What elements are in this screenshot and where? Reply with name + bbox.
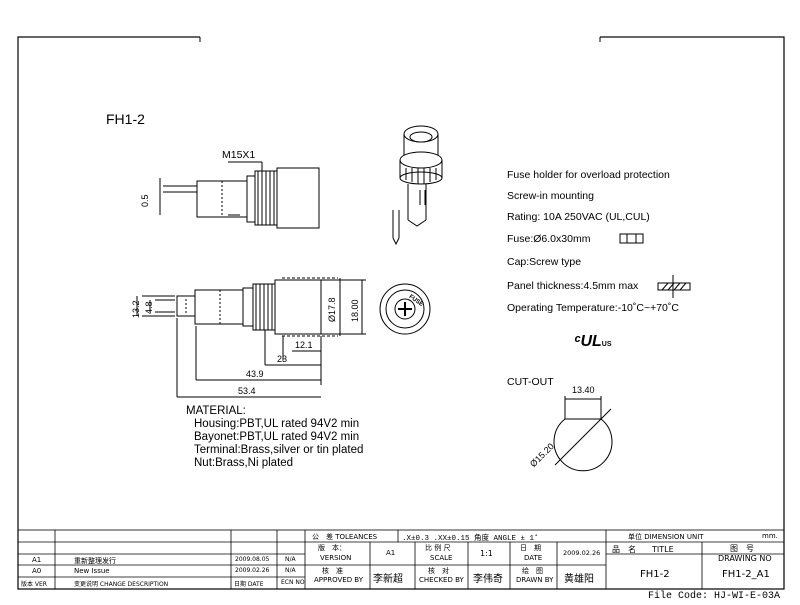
cutout-title: CUT-OUT <box>507 376 554 388</box>
dim-43-9: 43.9 <box>246 369 264 379</box>
spec-line-6: Panel thickness:4.5mm max <box>507 280 639 292</box>
dim-12-1: 12.1 <box>295 340 313 350</box>
tolerances-label: 公 差 TOLEANCES <box>312 533 378 541</box>
drawing-no-value: FH1-2_A1 <box>722 569 770 580</box>
dim-18: 18.00 <box>350 299 360 322</box>
revision-date-2: 2009.02.26 <box>235 567 270 574</box>
revision-desc-2: New Issue <box>74 567 110 575</box>
file-code: File Code: HJ-WI-E-03A <box>647 591 780 602</box>
revision-ecn-1: N/A <box>285 556 296 563</box>
date-label-en: DATE <box>524 554 543 562</box>
revision-header-ecn: ECN NO <box>281 579 305 586</box>
date-value: 2009.02.26 <box>563 549 601 557</box>
date-label-cn: 日 期 <box>520 544 541 552</box>
cutout-width: 13.40 <box>572 385 595 395</box>
dim-17-8: Ø17.8 <box>327 297 337 322</box>
revision-header-desc: 变更说明 CHANGE DESCRIPTION <box>74 581 169 588</box>
dim-53-4: 53.4 <box>238 386 256 396</box>
material-title: MATERIAL: <box>186 405 246 417</box>
approved-label-cn: 核 准 <box>322 567 343 575</box>
unit-value: mm. <box>762 532 778 540</box>
spec-line-2: Screw-in mounting <box>507 190 594 202</box>
thread-label: M15X1 <box>222 149 256 161</box>
dim-0-5: 0.5 <box>140 194 150 207</box>
spec-line-1: Fuse holder for overload protection <box>507 169 670 181</box>
side-view-drawing <box>159 161 320 229</box>
revision-date-1: 2009.08.05 <box>235 556 270 563</box>
cutout-drawing <box>553 396 613 472</box>
tolerance-values: .X±0.3 .XX±0.15 角度 ANGLE ± 1˚ <box>402 535 539 543</box>
material-terminal: Terminal:Brass,silver or tin plated <box>194 444 364 456</box>
title-label: 品 名 TITLE <box>612 545 674 554</box>
material-nut: Nut:Brass,Ni plated <box>194 457 294 469</box>
title-block-grid <box>17 529 785 590</box>
revision-header-ver: 版本 VER <box>21 581 47 588</box>
spec-line-3: Rating: 10A 250VAC (UL,CUL) <box>507 211 650 223</box>
dim-23: 23 <box>277 354 288 364</box>
checked-name: 李伟奇 <box>473 574 503 585</box>
scale-value: 1:1 <box>480 549 493 558</box>
revision-ver-1: A1 <box>32 556 42 564</box>
material-housing: Housing:PBT,UL rated 94V2 min <box>194 418 360 430</box>
fuse-symbol <box>619 233 644 244</box>
drawing-no-label-cn: 图 号 <box>730 544 754 553</box>
dim-4-8: 4.8 <box>144 301 154 314</box>
version-label-en: VERSION <box>320 554 352 562</box>
front-view-drawing <box>136 277 366 398</box>
ul-mark-logo: ᶜULUS <box>574 333 612 351</box>
ul-mark-suffix: US <box>601 341 612 348</box>
scale-label-cn: 比 例 尺 <box>425 544 451 552</box>
checked-label-cn: 核 对 <box>428 567 449 575</box>
drawing-no-label-en: DRAWING NO <box>718 554 772 563</box>
approved-label-en: APPROVED BY <box>314 576 364 584</box>
dim-13-2: 13.2 <box>131 300 141 318</box>
version-value: A1 <box>386 549 396 557</box>
model-label: FH1-2 <box>106 111 145 127</box>
material-bayonet: Bayonet:PBT,UL rated 94V2 min <box>194 431 360 443</box>
spec-line-7: Operating Temperature:-10˚C~+70˚C <box>507 302 679 314</box>
spec-line-5: Cap:Screw type <box>507 256 582 268</box>
drawn-label-cn: 绘 图 <box>522 567 543 575</box>
drawn-name: 黄雄阳 <box>564 574 594 585</box>
scale-label-en: SCALE <box>430 554 453 562</box>
ul-mark-main: ᶜUL <box>574 333 602 350</box>
approved-name: 李新超 <box>373 574 403 585</box>
revision-ecn-2: N/A <box>285 567 296 574</box>
revision-header-date: 日期 DATE <box>234 581 264 588</box>
checked-label-en: CHECKED BY <box>419 576 464 584</box>
unit-label: 单位 DIMENSION UNIT <box>628 533 704 541</box>
title-value: FH1-2 <box>640 569 670 580</box>
cap-view-drawing <box>379 283 431 335</box>
revision-ver-2: A0 <box>32 567 42 575</box>
revision-desc-1: 重新整理发行 <box>74 557 116 565</box>
version-label-cn: 版 本： <box>318 544 346 552</box>
drawn-label-en: DRAWN BY <box>516 576 554 584</box>
isometric-view-drawing <box>392 125 443 246</box>
spec-line-4: Fuse:Ø6.0x30mm <box>507 233 591 245</box>
panel-thickness-symbol <box>657 275 691 298</box>
